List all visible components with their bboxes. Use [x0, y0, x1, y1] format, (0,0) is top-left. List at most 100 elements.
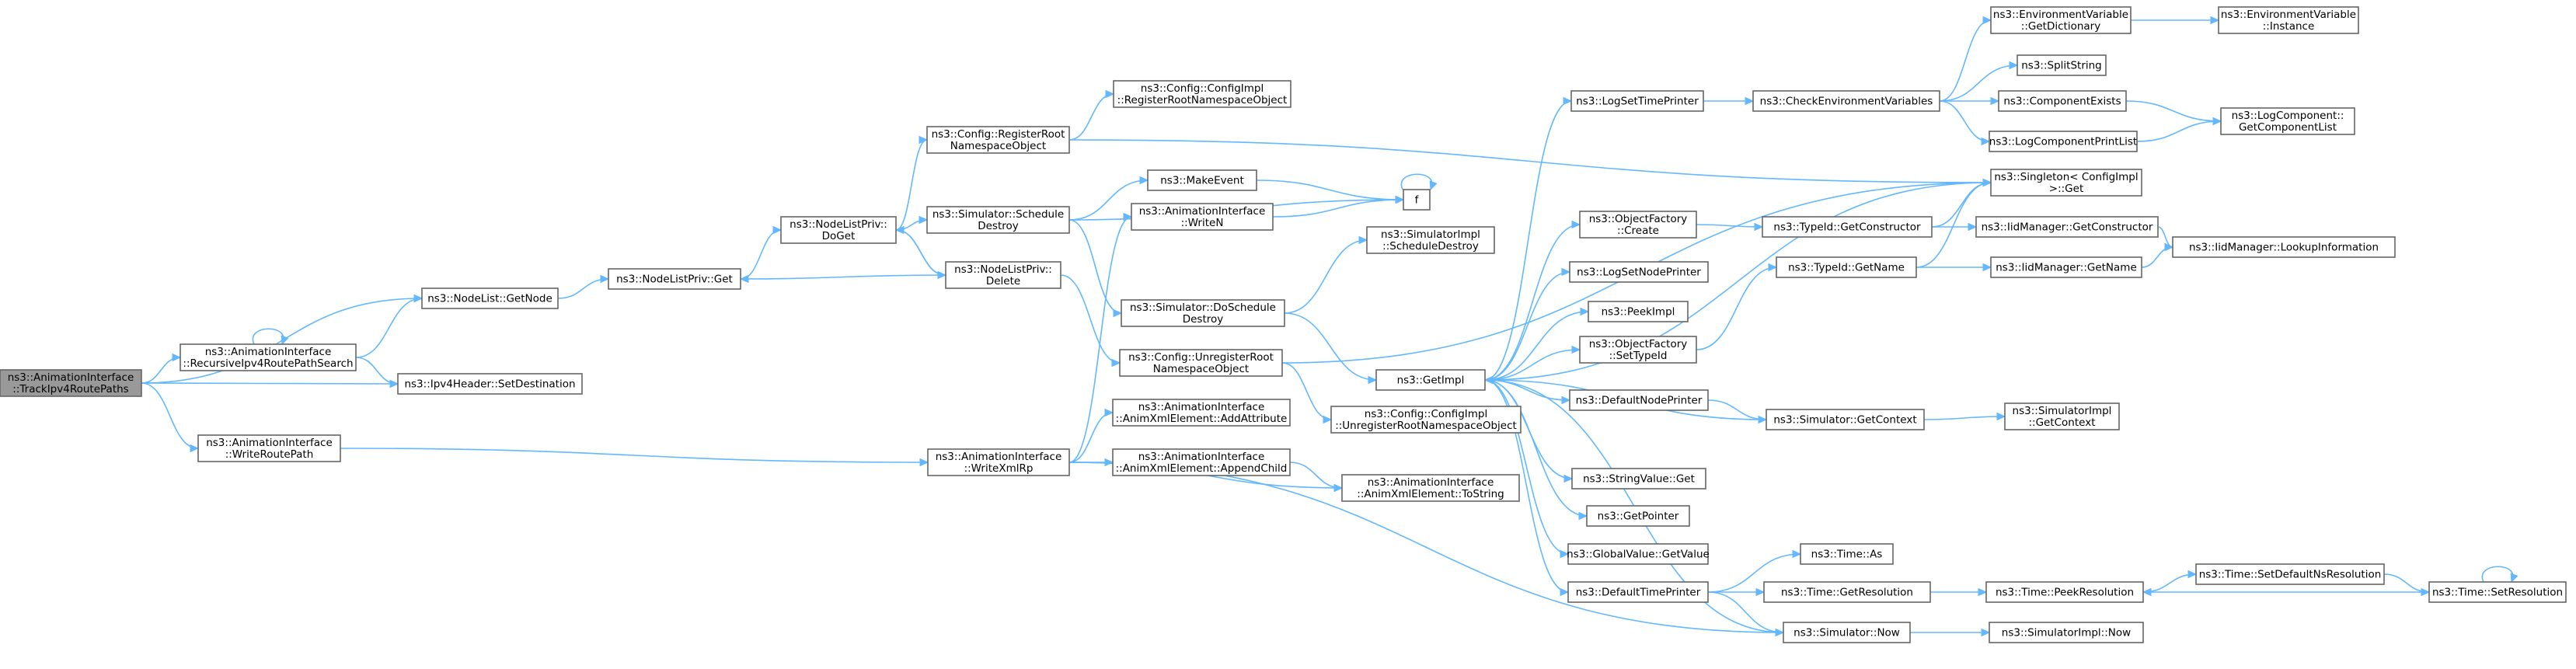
node-label: ns3::LogSetNodePrinter — [1577, 267, 1701, 279]
graph-node-compexists[interactable]: ns3::ComponentExists — [1998, 90, 2127, 112]
graph-node-simimplsched[interactable]: ns3::SimulatorImpl::ScheduleDestroy — [1366, 226, 1495, 254]
node-label: ns3::SimulatorImpl — [2013, 405, 2112, 417]
graph-node-defnodeprinter[interactable]: ns3::DefaultNodePrinter — [1569, 389, 1709, 411]
graph-node-track[interactable]: ns3::AnimationInterface::TrackIpv4RouteP… — [0, 369, 142, 397]
node-label: ns3::SplitString — [2021, 60, 2102, 72]
graph-node-globalvalue[interactable]: ns3::GlobalValue::GetValue — [1567, 543, 1710, 565]
graph-node-simimplgetctx[interactable]: ns3::SimulatorImpl::GetContext — [2004, 402, 2120, 430]
graph-node-makeevent[interactable]: ns3::MakeEvent — [1147, 169, 1257, 191]
graph-node-peekres[interactable]: ns3::Time::PeekResolution — [1985, 581, 2144, 603]
call-edge — [1272, 195, 1405, 218]
graph-node-iidgetctor[interactable]: ns3::IidManager::GetConstructor — [1975, 216, 2159, 238]
edge-arrowhead — [1792, 549, 1802, 559]
call-edge — [1923, 412, 2006, 421]
graph-node-objfactcreate[interactable]: ns3::ObjectFactory::Create — [1579, 211, 1697, 239]
graph-node-nlpget[interactable]: ns3::NodeListPriv::Get — [608, 268, 741, 290]
graph-node-setres[interactable]: ns3::Time::SetResolution — [2428, 581, 2567, 603]
graph-node-writen[interactable]: ns3::AnimationInterface::WriteN — [1131, 203, 1274, 231]
edge-line — [1484, 224, 1581, 381]
graph-node-setdefaultres[interactable]: ns3::Time::SetDefaultNsResolution — [2195, 563, 2385, 585]
graph-node-nodelistgetnode[interactable]: ns3::NodeList::GetNode — [421, 287, 559, 309]
graph-node-logcompget[interactable]: ns3::LogComponent::GetComponentList — [2220, 107, 2355, 135]
edge-arrowhead — [919, 458, 929, 467]
graph-node-deftimeprinter[interactable]: ns3::DefaultTimePrinter — [1567, 581, 1709, 603]
node-label: ::UnregisterRootNamespaceObject — [1335, 420, 1517, 432]
graph-node-recursive[interactable]: ns3::AnimationInterface::RecursiveIpv4Ro… — [180, 343, 357, 371]
edge-arrowhead — [1990, 96, 2000, 106]
edge-arrowhead — [1483, 375, 1494, 385]
edge-line — [2481, 566, 2514, 583]
graph-node-envdict[interactable]: ns3::EnvironmentVariable::GetDictionary — [1990, 6, 2132, 34]
graph-node-singleton[interactable]: ns3::Singleton< ConfigImpl >::Get — [1990, 169, 2142, 197]
graph-node-simimplnow[interactable]: ns3::SimulatorImpl::Now — [1989, 622, 2144, 643]
call-edge — [1707, 591, 1785, 637]
node-label: ns3::SimulatorImpl — [1381, 228, 1480, 241]
graph-node-peekimpl[interactable]: ns3::PeekImpl — [1588, 301, 1689, 322]
graph-node-objfactsettype[interactable]: ns3::ObjectFactory::SetTypeId — [1579, 336, 1697, 364]
node-box — [1366, 226, 1495, 254]
graph-node-tostring[interactable]: ns3::AnimationInterface::AnimXmlElement:… — [1341, 474, 1520, 502]
call-edge — [739, 274, 946, 284]
node-label: ns3::AnimationInterface — [1138, 451, 1265, 463]
edge-line — [1939, 100, 1990, 142]
graph-node-cfgregroot[interactable]: ns3::Config::RegisterRootNamespaceObject — [926, 126, 1070, 154]
edge-arrowhead — [1982, 263, 1992, 272]
edge-arrowhead — [739, 274, 749, 284]
graph-node-getimpl[interactable]: ns3::GetImpl — [1375, 369, 1486, 391]
node-box — [1119, 349, 1283, 377]
node-box — [0, 369, 142, 397]
graph-node-appendchild[interactable]: ns3::AnimationInterface::AnimXmlElement:… — [1112, 448, 1291, 476]
node-box — [945, 261, 1061, 289]
node-label: ns3::Config::ConfigImpl — [1141, 82, 1264, 95]
node-label: ns3::AnimationInterface — [8, 371, 134, 384]
node-label: ns3::AnimationInterface — [936, 451, 1062, 463]
graph-node-iidlookup[interactable]: ns3::IidManager::LookupInformation — [2172, 236, 2396, 258]
edge-arrowhead — [1113, 308, 1123, 318]
edge-arrowhead — [2142, 587, 2152, 597]
node-label: ns3::EnvironmentVariable — [1993, 9, 2128, 21]
graph-node-typeidgetctor[interactable]: ns3::TypeId::GetConstructor — [1762, 216, 1933, 238]
edge-arrowhead — [1968, 222, 1978, 232]
graph-node-checkenv[interactable]: ns3::CheckEnvironmentVariables — [1752, 90, 1940, 112]
graph-node-getpointer[interactable]: ns3::GetPointer — [1586, 505, 1690, 527]
node-box — [197, 434, 341, 462]
node-label: ns3::AnimationInterface — [206, 437, 333, 449]
graph-node-splitstring[interactable]: ns3::SplitString — [2017, 54, 2107, 76]
node-label: ns3::LogSetTimePrinter — [1576, 96, 1699, 108]
call-edge — [557, 274, 610, 299]
graph-node-f[interactable]: f — [1403, 189, 1431, 211]
call-edge — [1068, 176, 1149, 221]
graph-node-timeas[interactable]: ns3::Time::As — [1800, 543, 1894, 565]
graph-node-nlpdelete[interactable]: ns3::NodeListPriv::Delete — [945, 261, 1061, 289]
node-label: GetComponentList — [2239, 121, 2337, 134]
graph-node-simgetctx[interactable]: ns3::Simulator::GetContext — [1766, 409, 1925, 430]
graph-node-stringvalue[interactable]: ns3::StringValue::Get — [1571, 468, 1706, 490]
graph-node-cfgunreg[interactable]: ns3::Config::UnregisterRootNamespaceObje… — [1119, 349, 1283, 377]
graph-node-logsetnode[interactable]: ns3::LogSetNodePrinter — [1569, 261, 1709, 283]
graph-node-setdest[interactable]: ns3::Ipv4Header::SetDestination — [397, 373, 583, 395]
node-label: ns3::PeekImpl — [1602, 306, 1675, 319]
graph-node-timegetres[interactable]: ns3::Time::GetResolution — [1763, 581, 1931, 603]
graph-node-simnow[interactable]: ns3::Simulator::Now — [1783, 622, 1911, 643]
graph-node-logsettime[interactable]: ns3::LogSetTimePrinter — [1570, 90, 1704, 112]
graph-node-writexmlrp[interactable]: ns3::AnimationInterface::WriteXmlRp — [927, 448, 1070, 476]
graph-node-simschedule[interactable]: ns3::Simulator::ScheduleDestroy — [926, 206, 1070, 234]
graph-node-writeroutepath[interactable]: ns3::AnimationInterface::WriteRoutePath — [197, 434, 341, 462]
edge-arrowhead — [413, 294, 424, 303]
graph-node-cfgimplunreg[interactable]: ns3::Config::ConfigImpl::UnregisterRootN… — [1330, 406, 1522, 434]
graph-node-iidgetname[interactable]: ns3::IidManager::GetName — [1990, 256, 2142, 278]
call-edge — [1708, 587, 1766, 597]
call-edge — [1484, 96, 1573, 381]
graph-node-logcompprint[interactable]: ns3::LogComponentPrintList — [1989, 131, 2138, 152]
call-edge — [1707, 399, 1768, 424]
graph-node-cfgimplreg[interactable]: ns3::Config::ConfigImpl::RegisterRootNam… — [1113, 80, 1291, 108]
edge-arrowhead — [281, 335, 289, 346]
edge-line — [141, 357, 181, 384]
graph-node-addattr[interactable]: ns3::AnimationInterface::AnimXmlElement:… — [1112, 399, 1291, 427]
graph-node-nlpdoget[interactable]: ns3::NodeListPriv::DoGet — [780, 216, 897, 244]
node-label: ns3::Config::ConfigImpl — [1365, 408, 1487, 420]
graph-node-typeidgetname[interactable]: ns3::TypeId::GetName — [1776, 256, 1917, 278]
graph-node-envinstance[interactable]: ns3::EnvironmentVariable::Instance — [2218, 6, 2359, 34]
node-box — [1567, 581, 1709, 603]
